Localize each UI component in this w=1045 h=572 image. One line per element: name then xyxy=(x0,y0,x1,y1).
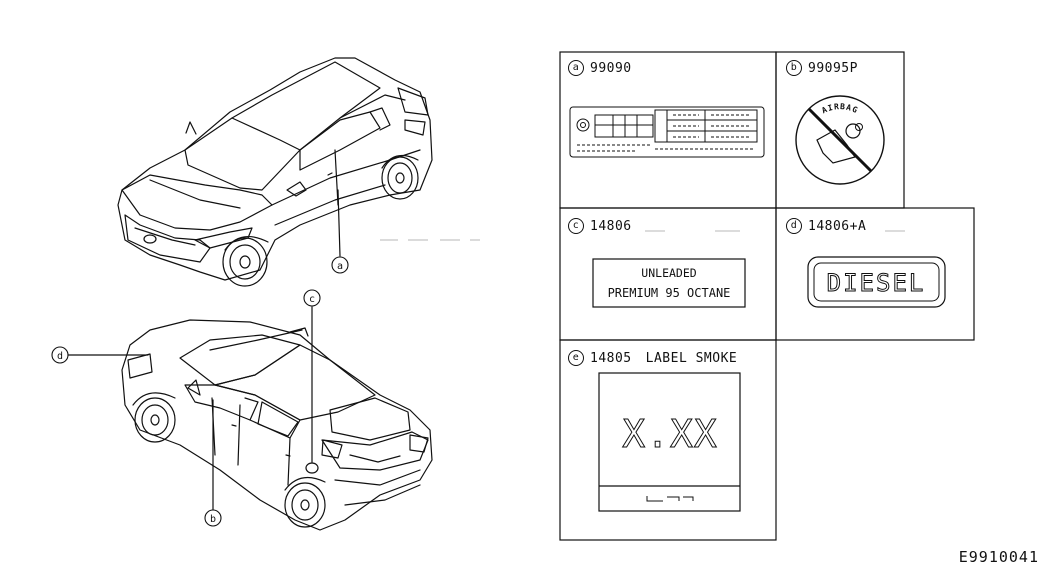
cell-c-header: c 14806 xyxy=(568,218,632,234)
cell-e-border xyxy=(559,339,777,541)
smoke-label-box xyxy=(598,372,741,512)
smoke-label-value: X.XX xyxy=(622,412,718,456)
parts-grid: AIRBAG UNLEADED PREMIUM 95 OCTANE DIESEL… xyxy=(559,51,975,541)
cell-e-part-number: 14805 xyxy=(590,350,632,366)
smoke-label-unit-glyph xyxy=(646,496,694,502)
callout-d-circle xyxy=(51,346,69,364)
callout-a-leader xyxy=(337,189,341,257)
callout-b-letter: b xyxy=(210,514,216,525)
cell-e-part-name: LABEL SMOKE xyxy=(645,350,738,366)
vehicle-front-view xyxy=(117,57,433,287)
diesel-label-inner xyxy=(813,262,940,302)
cell-b-header: b 99095P xyxy=(786,60,858,76)
caution-label-graphic xyxy=(569,106,765,158)
callout-a-letter: a xyxy=(337,261,343,272)
cell-d-header: d 14806+A xyxy=(786,218,866,234)
cell-e-letter: e xyxy=(568,350,584,366)
vehicle-illustrations: a c d b xyxy=(51,57,480,531)
cell-c-letter: c xyxy=(568,218,584,234)
cell-b-letter: b xyxy=(786,60,802,76)
callout-b-circle xyxy=(204,509,222,527)
cell-a-letter: a xyxy=(568,60,584,76)
airbag-badge-text: AIRBAG xyxy=(820,102,858,115)
vehicle-rear-view xyxy=(121,319,433,531)
callout-c-letter: c xyxy=(309,294,315,305)
airbag-badge: AIRBAG xyxy=(795,95,885,185)
cell-d-part-number: 14806+A xyxy=(808,218,867,234)
diesel-label-text: DIESEL xyxy=(827,269,926,297)
diagram-id: E9910041 xyxy=(958,548,1039,566)
cell-a-part-number: 99090 xyxy=(590,60,632,76)
cell-b-part-number: 99095P xyxy=(808,60,858,76)
cell-c-part-number: 14806 xyxy=(590,218,632,234)
diesel-label-outer xyxy=(807,256,946,308)
cell-e-header: e 14805 LABEL SMOKE xyxy=(568,350,737,366)
fuel-label-box xyxy=(592,258,746,308)
cell-d-letter: d xyxy=(786,218,802,234)
fuel-label-line1: UNLEADED xyxy=(641,266,696,280)
fuel-label-line2: PREMIUM 95 OCTANE xyxy=(608,286,731,300)
callout-d-letter: d xyxy=(57,351,63,362)
callout-a-circle xyxy=(331,256,349,274)
cell-a-header: a 99090 xyxy=(568,60,632,76)
callout-c-circle xyxy=(303,289,321,307)
cell-d-border xyxy=(775,207,975,341)
svg-text:AIRBAG: AIRBAG xyxy=(820,102,859,115)
